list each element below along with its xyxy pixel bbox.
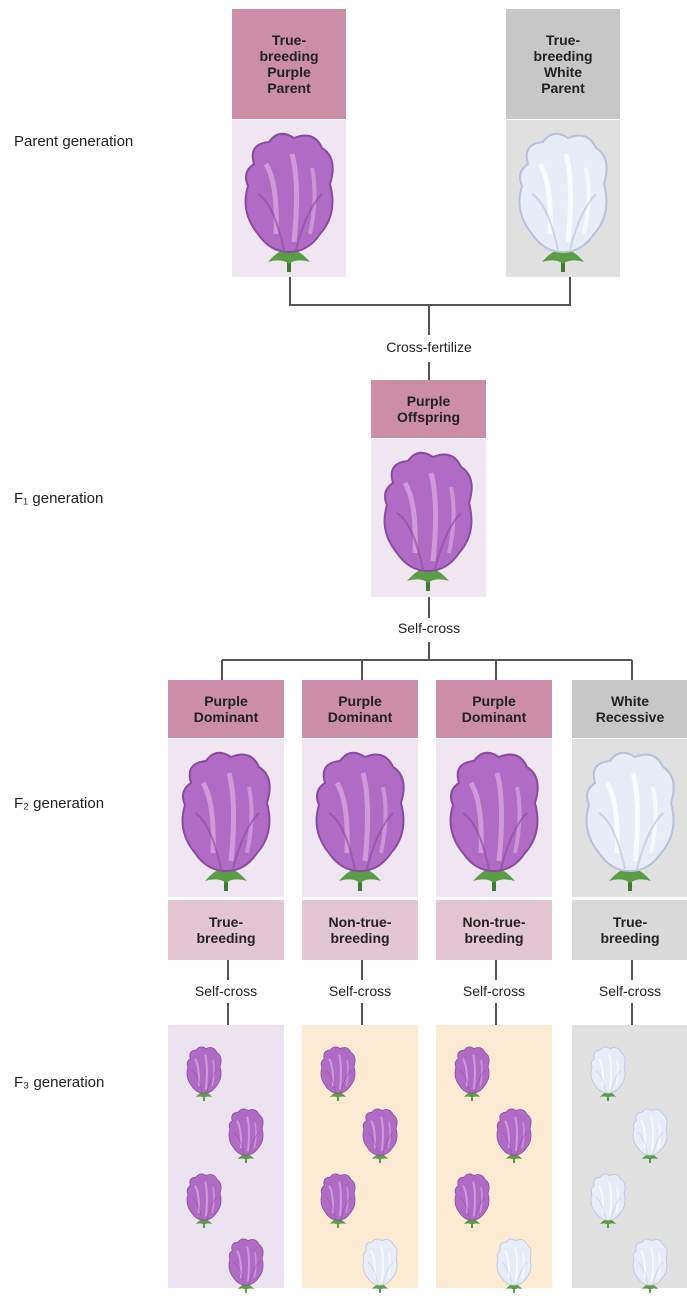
self-cross-label-4: Self-cross: [568, 983, 687, 999]
cross-fertilize-label: Cross-fertilize: [360, 339, 498, 355]
f2-panel-4: [572, 739, 687, 897]
f3-panel-4: [572, 1025, 687, 1288]
f2-panel-2: [302, 739, 418, 897]
purple-flower-icon: [171, 743, 281, 896]
white-flower-icon: [586, 1043, 630, 1106]
purple-flower-icon: [182, 1170, 226, 1233]
purple-flower-icon: [439, 743, 549, 896]
purple-flower-icon: [316, 1170, 360, 1233]
f3-panel-3: [436, 1025, 552, 1288]
purple-flower-icon: [316, 1043, 360, 1106]
f1-offspring-panel: [371, 439, 486, 597]
purple-parent-panel: [232, 120, 346, 277]
self-cross-label-2: Self-cross: [298, 983, 422, 999]
purple-flower-icon: [450, 1170, 494, 1233]
f3-panel-2: [302, 1025, 418, 1288]
f2-header-3: Purple Dominant: [436, 680, 552, 738]
white-flower-icon: [492, 1235, 536, 1298]
white-flower-icon: [628, 1235, 672, 1298]
white-flower-icon: [586, 1170, 630, 1233]
self-cross-label-1: Self-cross: [164, 983, 288, 999]
white-flower-icon: [508, 124, 618, 277]
purple-flower-icon: [224, 1105, 268, 1168]
f2-panel-3: [436, 739, 552, 897]
f2-panel-1: [168, 739, 284, 897]
f2-breeding-2: Non-true- breeding: [302, 900, 418, 960]
f2-breeding-1: True- breeding: [168, 900, 284, 960]
f2-header-2: Purple Dominant: [302, 680, 418, 738]
f1-offspring-header: Purple Offspring: [371, 380, 486, 438]
purple-flower-icon: [358, 1105, 402, 1168]
white-flower-icon: [628, 1105, 672, 1168]
f2-breeding-4: True- breeding: [572, 900, 687, 960]
purple-flower-icon: [224, 1235, 268, 1298]
white-parent-header: True- breeding White Parent: [506, 9, 620, 119]
f2-header-1: Purple Dominant: [168, 680, 284, 738]
self-cross-label-3: Self-cross: [432, 983, 556, 999]
purple-parent-header: True- breeding Purple Parent: [232, 9, 346, 119]
white-flower-icon: [575, 743, 685, 896]
purple-flower-icon: [234, 124, 344, 277]
purple-flower-icon: [182, 1043, 226, 1106]
self-cross-label: Self-cross: [370, 620, 488, 636]
purple-flower-icon: [373, 443, 483, 596]
purple-flower-icon: [492, 1105, 536, 1168]
f3-panel-1: [168, 1025, 284, 1288]
f2-header-4: White Recessive: [572, 680, 687, 738]
white-flower-icon: [358, 1235, 402, 1298]
f2-breeding-3: Non-true- breeding: [436, 900, 552, 960]
purple-flower-icon: [450, 1043, 494, 1106]
white-parent-panel: [506, 120, 620, 277]
purple-flower-icon: [305, 743, 415, 896]
